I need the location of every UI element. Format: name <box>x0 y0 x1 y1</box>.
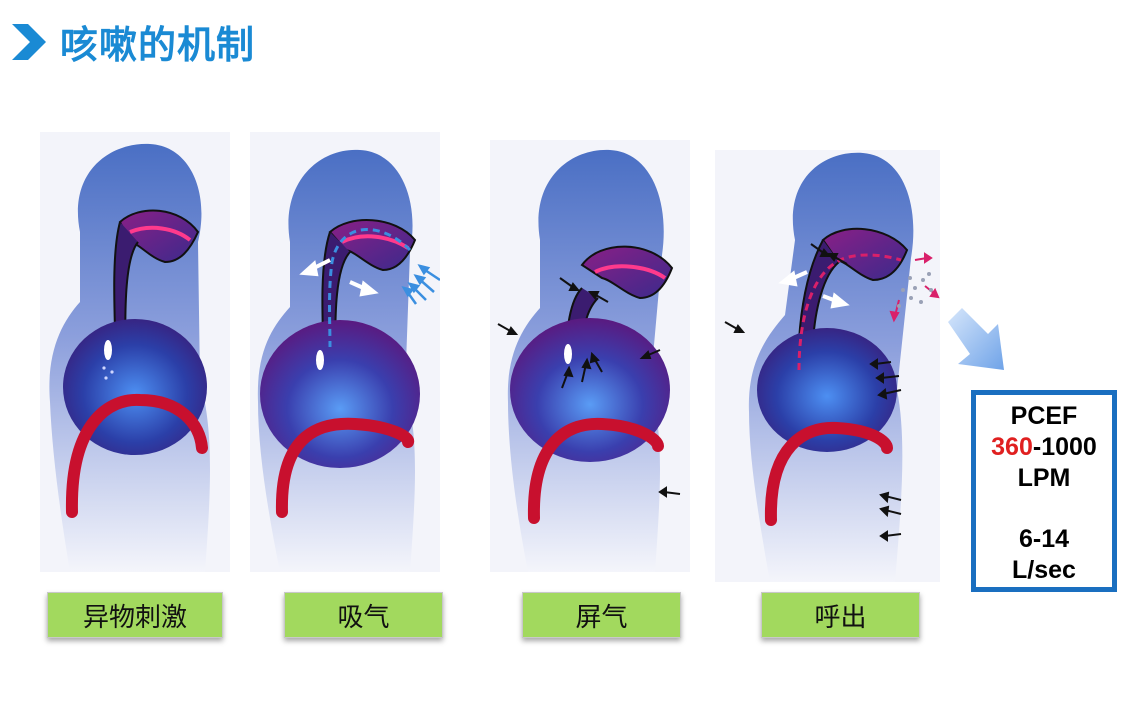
arrow-down-right-icon <box>948 308 1004 370</box>
nasal-cavity <box>118 209 200 264</box>
stage-label-hold: 屏气 <box>522 592 681 638</box>
foreign-body-stimulation-figure <box>40 132 230 572</box>
diaphragm <box>527 417 664 524</box>
inhale-airflow-line <box>328 228 412 348</box>
inhalation-figure <box>250 132 440 572</box>
nasal-cavity <box>580 245 674 300</box>
foreign-body <box>564 344 572 364</box>
pcef-unit: LPM <box>1017 464 1071 492</box>
flow-unit: L/sec <box>1012 556 1076 584</box>
foreign-body <box>316 350 324 370</box>
diaphragm <box>65 393 208 518</box>
pressure-arrows <box>497 277 681 498</box>
stage-label-stimulation: 异物刺激 <box>47 592 223 638</box>
page-title: 咳嗽的机制 <box>60 23 256 67</box>
foreign-body <box>104 340 112 360</box>
exhale-airflow-line <box>797 253 902 371</box>
pcef-info-box: PCEF 360-1000 LPM 6-14 L/sec <box>971 390 1117 592</box>
stage-label-exhale: 呼出 <box>761 592 920 638</box>
pressure-arrows <box>724 243 902 542</box>
diaphragm <box>275 417 414 518</box>
pcef-label: PCEF <box>1010 402 1078 430</box>
breath-holding-figure <box>490 140 690 572</box>
inhale-arrows <box>401 264 440 305</box>
expansion-arrows <box>778 270 850 309</box>
pcef-range-high: -1000 <box>1032 433 1097 461</box>
pcef-range: 360-1000 <box>976 432 1112 463</box>
expansion-arrows <box>299 258 379 297</box>
cough-spray <box>897 272 933 308</box>
stage-label-inhale: 吸气 <box>284 592 443 638</box>
lungs <box>260 320 420 468</box>
diaphragm <box>764 421 893 526</box>
exhalation-figure <box>715 150 940 582</box>
chevron-right-icon <box>12 24 46 60</box>
lungs <box>757 328 897 452</box>
pcef-range-low: 360 <box>991 433 1033 461</box>
flow-range: 6-14 <box>1018 525 1070 553</box>
